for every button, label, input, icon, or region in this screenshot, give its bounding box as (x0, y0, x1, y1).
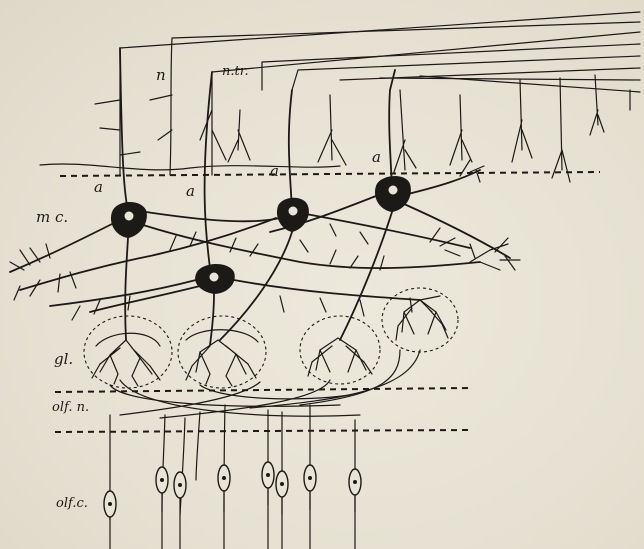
label-mitral-cells: m c. (36, 208, 68, 226)
upper-wavy-fiber (40, 164, 340, 170)
glomerulus-2 (178, 316, 266, 388)
glomerulus-3 (300, 316, 380, 384)
label-n: n (156, 66, 166, 84)
olfactory-cell (262, 462, 274, 549)
label-a-1: a (94, 178, 103, 196)
boundary-line-olf-nerve (55, 430, 470, 432)
fiber-branches (95, 75, 630, 182)
label-glomeruli: gl. (54, 350, 73, 368)
label-olf-cells: olf.c. (56, 496, 88, 511)
olfactory-cell (156, 467, 168, 549)
label-a-2: a (186, 182, 195, 200)
boundary-line-top (60, 172, 600, 176)
olfactory-cells (104, 462, 361, 549)
label-a-4: a (372, 148, 381, 166)
mitral-cell-3 (375, 176, 411, 212)
mitral-cell-1 (111, 202, 147, 238)
glomerulus-1 (84, 316, 172, 388)
label-n-tr: n.tr. (222, 64, 249, 79)
mitral-cell-4 (195, 264, 235, 294)
label-olf-nerve: olf. n. (52, 400, 89, 415)
olfactory-cell (218, 465, 230, 549)
olfactory-cell (349, 469, 361, 549)
olfactory-cell (304, 465, 316, 549)
label-a-3: a (270, 162, 279, 180)
olfactory-cell (174, 472, 186, 549)
olfactory-cell (104, 491, 116, 549)
mitral-cell-2 (277, 198, 309, 232)
olfactory-cell (276, 471, 288, 549)
